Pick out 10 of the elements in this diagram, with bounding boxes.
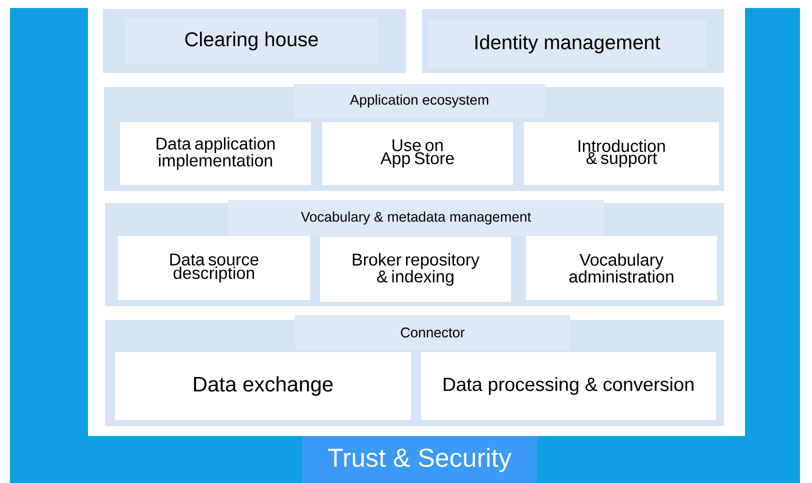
- component-box: Identity management: [422, 9, 724, 73]
- component-box: Data application implementation: [120, 122, 311, 185]
- component-box: Data exchange: [115, 352, 411, 420]
- component-box: Data processing & conversion: [421, 352, 716, 420]
- component-box: Clearing house: [103, 9, 406, 73]
- component-box: Vocabulary administration: [526, 236, 717, 300]
- component-box: Introduction & support: [524, 122, 719, 185]
- component-box: Use on App Store: [322, 122, 513, 185]
- component-box: Broker repository & indexing: [320, 237, 511, 302]
- component-box: Data source description: [118, 236, 310, 300]
